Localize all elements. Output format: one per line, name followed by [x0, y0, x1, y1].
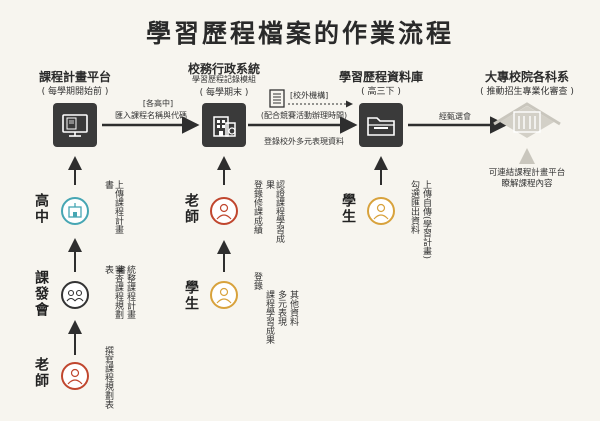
student-icon [216, 287, 232, 304]
edge1-line2: 匯入課程名稱與代碼 [115, 111, 187, 120]
folder-icon [367, 117, 395, 136]
edge3-label: 經甄選會 [439, 112, 471, 121]
committee-circle [61, 281, 89, 309]
note-committee-review2: 統整課程計畫書 [115, 265, 135, 319]
page-title: 學習歷程檔案的作業流程 [145, 19, 454, 48]
role-student-right: 學生 [340, 193, 356, 225]
note-student-mid3: 多元表現 [276, 290, 286, 326]
external-building-icon [269, 89, 285, 108]
computer-icon [62, 114, 88, 137]
node-course-plan-sub: ( 每學期開始前 ) [41, 87, 109, 97]
node-course-plan-box [53, 103, 97, 147]
edge2-line1: [校外機構] [290, 91, 329, 100]
node-admin-sub2: ( 每學期末 ) [199, 88, 249, 98]
note-teacher-mid2: 認證課程學習成果 [264, 180, 284, 243]
edge2-line2: (配合競賽活動辦理時間) [260, 111, 348, 120]
student-icon [373, 203, 389, 220]
university-note1: 可連結課程計畫平台 [488, 168, 566, 178]
role-teacher-mid: 老師 [183, 193, 199, 225]
role-highschool: 高中 [33, 193, 49, 225]
node-university-shape [492, 100, 562, 152]
university-icon [493, 102, 561, 138]
edge1-line1: [各高中] [142, 99, 174, 108]
teacher-mid-circle [210, 197, 238, 225]
university-note2: 瞭解課程內容 [501, 179, 553, 189]
teacher-left-circle [61, 362, 89, 390]
node-admin-sub1: 學習歷程記錄模組 [192, 75, 256, 84]
teacher-icon [216, 203, 232, 220]
note-student-mid4: 其他資料 [288, 290, 298, 326]
teacher-icon [67, 368, 83, 385]
note-hs-upload: 上傳課程計畫書 [103, 180, 123, 234]
role-teacher-left: 老師 [33, 357, 49, 389]
edge2-below: 登錄校外多元表現資料 [264, 137, 344, 146]
node-course-plan-title: 課程計畫平台 [38, 70, 111, 84]
note-student-mid2: 課程學習成果 [264, 290, 274, 344]
highschool-circle [61, 197, 89, 225]
node-archive-sub: ( 高三下 ) [361, 87, 401, 97]
student-mid-circle [210, 281, 238, 309]
student-right-circle [367, 197, 395, 225]
node-admin-title: 校務行政系統 [187, 62, 260, 76]
role-committee: 課發會 [33, 270, 49, 318]
node-archive-title: 學習歷程資料庫 [338, 70, 423, 84]
note-teacher-mid1: 登錄修課成績 [252, 180, 262, 234]
node-university-title: 大專校院各科系 [484, 70, 569, 84]
group-icon [66, 289, 84, 302]
role-student-mid: 學生 [183, 280, 199, 312]
note-committee-review1: 審查課程規劃表 [103, 265, 123, 319]
building-icon [213, 116, 236, 137]
note-student-mid1: 登錄 [252, 272, 262, 290]
node-archive-box [359, 103, 403, 147]
note-student-right2: 上傳自傳(學習計畫) [421, 180, 431, 260]
note-student-right1: 勾選匯出資料 [409, 180, 419, 234]
note-teacher-write: 撰寫課程規劃表 [103, 346, 113, 409]
node-admin-box [202, 103, 246, 147]
school-icon [68, 203, 82, 218]
node-university-sub: ( 推動招生專業化審查 ) [480, 87, 574, 97]
